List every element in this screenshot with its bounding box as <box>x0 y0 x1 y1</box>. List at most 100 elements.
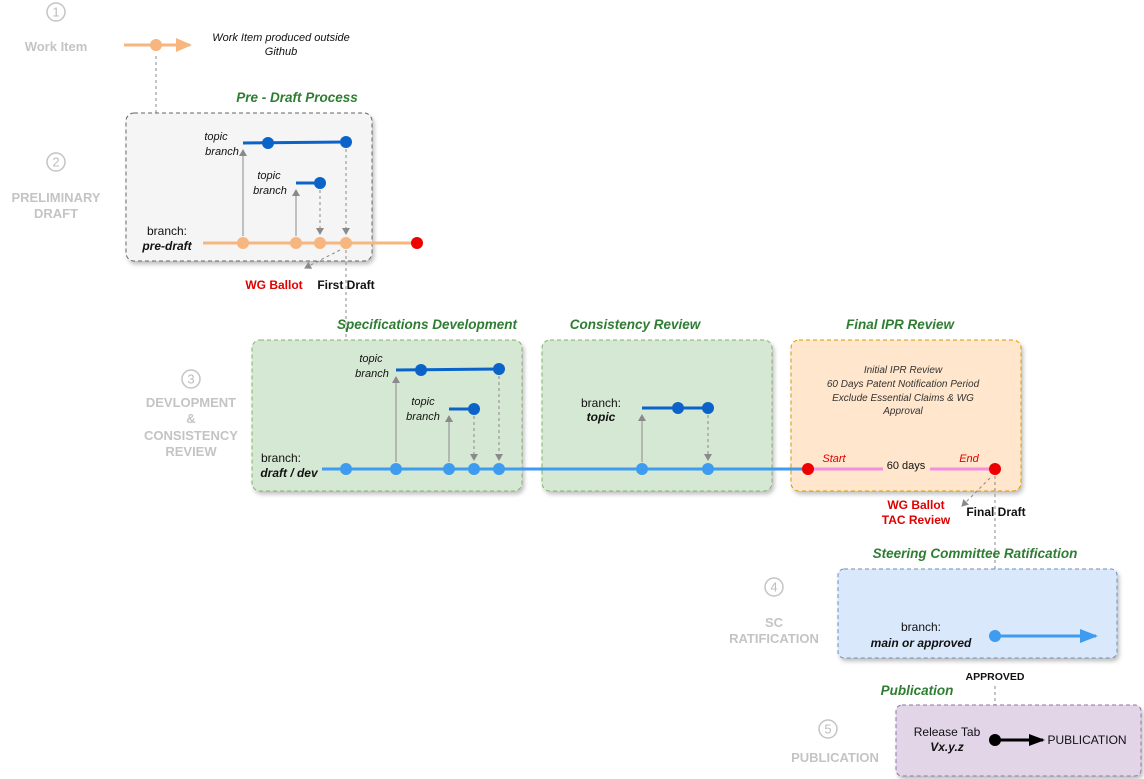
release-tab-label: Release Tab <box>914 725 981 739</box>
dev-topic1-commit-1 <box>415 364 427 376</box>
consistency-topic-commit-1 <box>672 402 684 414</box>
stage-3-label-line-4: REVIEW <box>165 444 217 459</box>
stage-4: 4 SC RATIFICATION <box>729 577 819 646</box>
dev-commit-4 <box>468 463 480 475</box>
stage-3-number: 3 <box>187 372 194 387</box>
consistency-topic-branch: branch: topic <box>581 396 714 462</box>
dev-topic1-commit-2 <box>493 363 505 375</box>
pre-draft-commit-3 <box>314 237 326 249</box>
stage-4-number: 4 <box>770 580 777 595</box>
pre-draft-branch-label: branch: <box>147 224 187 238</box>
work-item-commit <box>150 39 162 51</box>
pre-draft-box <box>125 112 373 262</box>
ipr-tac-review: TAC Review <box>882 513 951 527</box>
stage-2-label-line-2: DRAFT <box>34 206 78 221</box>
consistency-box <box>541 339 773 492</box>
main-branch-commit <box>989 630 1001 642</box>
stage-3-label-line-2: & <box>186 411 195 426</box>
stage-5-number: 5 <box>824 722 831 737</box>
dev-topic1-label-line-2: branch <box>355 368 389 380</box>
pre-draft-wg-ballot: WG Ballot <box>245 278 302 292</box>
work-item-note-line-2: Github <box>265 46 297 58</box>
pre-draft-topic1-commit-2 <box>340 136 352 148</box>
pre-draft-commit-1 <box>237 237 249 249</box>
dev-commit-7 <box>702 463 714 475</box>
pre-draft-topic2-label-line-2: branch <box>253 185 287 197</box>
pre-draft-commit-4 <box>340 237 352 249</box>
pre-draft-topic2-commit <box>314 177 326 189</box>
stage-3: 3 DEVLOPMENT & CONSISTENCY REVIEW <box>144 369 238 459</box>
stage-5: 5 PUBLICATION <box>791 719 879 765</box>
dev-topic-branch-1 <box>395 367 500 372</box>
dev-branch-name: draft / dev <box>260 466 319 480</box>
stage-3-label-line-1: DEVLOPMENT <box>146 395 236 410</box>
release-version: Vx.y.z <box>930 740 964 754</box>
consistency-section: Consistency Review <box>541 317 773 492</box>
steering-branch-name: main or approved <box>871 636 972 650</box>
ipr-wg-ballot: WG Ballot <box>887 498 944 512</box>
ipr-days-label: 60 days <box>887 460 926 472</box>
stage-1: 1 Work Item <box>25 2 87 54</box>
pre-draft-first-draft: First Draft <box>317 278 374 292</box>
consistency-topic-commit-2 <box>702 402 714 414</box>
dev-commit-2 <box>390 463 402 475</box>
publication-target: PUBLICATION <box>1047 733 1126 747</box>
pre-draft-branch-name: pre-draft <box>141 239 192 253</box>
pre-draft-topic2-label-line-1: topic <box>257 170 281 182</box>
dev-topic2-commit <box>468 403 480 415</box>
final-ipr-title: Final IPR Review <box>846 317 956 332</box>
ipr-to-ballot-connector <box>961 477 991 507</box>
publication-title: Publication <box>881 683 954 698</box>
stage-1-circle <box>46 2 66 22</box>
release-commit <box>989 734 1001 746</box>
stage-1-number: 1 <box>52 5 59 20</box>
approved-label: APPROVED <box>966 671 1025 683</box>
publication-section: Publication Release Tab Vx.y.z PUBLICATI… <box>881 683 1142 777</box>
final-ipr-note-line-1: Initial IPR Review <box>864 365 943 376</box>
pre-draft-commit-2 <box>290 237 302 249</box>
stage-3-circle <box>181 369 201 389</box>
steering-title: Steering Committee Ratification <box>873 546 1078 561</box>
dev-commit-6 <box>636 463 648 475</box>
stage-4-circle <box>764 577 784 597</box>
consistency-title: Consistency Review <box>570 317 702 332</box>
stage-2-label-line-1: PRELIMINARY <box>11 190 100 205</box>
pre-draft-section: Pre - Draft Process topic branch topic b… <box>125 90 423 292</box>
dev-branch: branch: draft / dev <box>260 451 808 480</box>
ipr-end-marker <box>989 463 1001 475</box>
final-ipr-note-line-4: Approval <box>882 406 923 417</box>
steering-branch-label: branch: <box>901 620 941 634</box>
ipr-final-draft: Final Draft <box>966 505 1025 519</box>
dev-commit-1 <box>340 463 352 475</box>
dev-topic2-label-line-1: topic <box>411 396 435 408</box>
ipr-period: Start 60 days End WG Ballot TAC Review F… <box>802 453 1026 527</box>
final-ipr-box <box>790 339 1022 492</box>
stage-2-number: 2 <box>52 155 59 170</box>
specs-dev-title: Specifications Development <box>337 317 518 332</box>
stage-4-label-line-1: SC <box>765 615 784 630</box>
ipr-start-marker <box>802 463 814 475</box>
pre-draft-topic-branch-1 <box>242 140 347 145</box>
pre-draft-to-ballot-connector <box>304 249 341 269</box>
ipr-start-label: Start <box>822 453 846 465</box>
dev-topic-branches: topic branch topic branch <box>355 353 505 462</box>
pre-draft-title: Pre - Draft Process <box>236 90 358 105</box>
stage-5-label: PUBLICATION <box>791 750 879 765</box>
specs-dev-box <box>251 339 523 492</box>
stage-2: 2 PRELIMINARY DRAFT <box>11 152 101 221</box>
dev-topic1-label-line-1: topic <box>359 353 383 365</box>
dev-topic2-label-line-2: branch <box>406 411 440 423</box>
dev-branch-label: branch: <box>261 451 301 465</box>
steering-section: Steering Committee Ratification branch: … <box>837 546 1118 683</box>
stage-3-label-line-3: CONSISTENCY <box>144 428 238 443</box>
consistency-branch-label: branch: <box>581 396 621 410</box>
final-ipr-section: Final IPR Review Initial IPR Review 60 D… <box>790 317 1022 492</box>
specs-dev-section: Specifications Development <box>251 317 523 492</box>
stage-4-label-line-2: RATIFICATION <box>729 631 819 646</box>
work-item-note-line-1: Work Item produced outside <box>212 32 350 44</box>
pre-draft-topic1-label-line-1: topic <box>204 131 228 143</box>
consistency-branch-name: topic <box>587 410 616 424</box>
final-ipr-note-line-3: Exclude Essential Claims & WG <box>832 393 974 404</box>
dev-commit-3 <box>443 463 455 475</box>
